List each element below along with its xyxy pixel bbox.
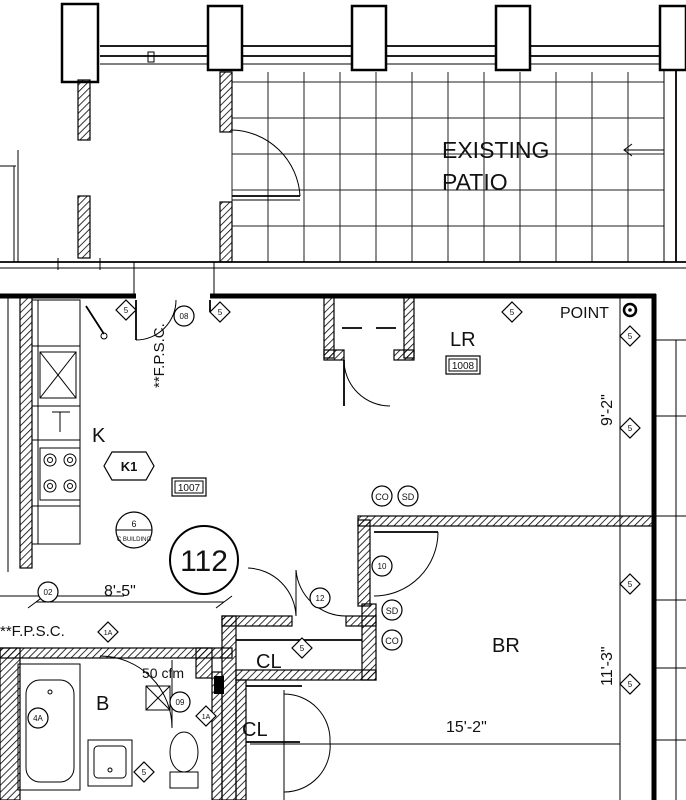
svg-text:5: 5 <box>218 308 223 317</box>
diamond-tag: 5 <box>619 417 641 439</box>
svg-text:08: 08 <box>180 312 189 321</box>
dimension-br-height: 11'-3" <box>599 646 616 686</box>
patio-label-line2: PATIO <box>442 169 508 195</box>
unit-exterior-walls <box>0 293 657 800</box>
lr-closet <box>323 295 415 407</box>
entry-door <box>135 299 211 341</box>
svg-text:12: 12 <box>316 594 325 603</box>
kitchen-range <box>39 447 81 501</box>
diamond-tag: 5 <box>619 673 641 695</box>
left-wall-fragment <box>0 150 19 262</box>
dimension-lr-height: 9'-2" <box>599 394 616 426</box>
lavatory <box>87 739 133 787</box>
svg-text:10: 10 <box>378 562 387 571</box>
point-marker <box>622 302 638 318</box>
svg-text:SD: SD <box>386 606 399 616</box>
dimension-kitchen-width: 8'-5" <box>104 583 136 600</box>
kitchen-counter <box>31 299 108 545</box>
kitchen-sink <box>39 351 77 399</box>
svg-text:CO: CO <box>385 636 399 646</box>
slab-edge <box>0 258 686 294</box>
svg-text:1007: 1007 <box>178 483 201 494</box>
kitchen-tag: K1 <box>103 451 155 481</box>
fpsc-label-top: **F.P.S.C. <box>151 323 168 388</box>
room-number-living: 1008 <box>445 355 481 375</box>
window-tag-1a-bath: 1A <box>195 705 217 727</box>
svg-text:09: 09 <box>176 698 185 707</box>
svg-text:C BUILDING: C BUILDING <box>117 537 152 543</box>
svg-text:5: 5 <box>628 580 633 589</box>
door-tag-4a: 4A <box>27 707 49 729</box>
svg-text:5: 5 <box>124 306 129 315</box>
co-detector-bottom: CO <box>381 629 403 651</box>
diamond-tags: 5 5 5 5 5 5 5 5 5 <box>115 299 641 783</box>
co-detector-top: CO <box>371 485 393 507</box>
svg-text:5: 5 <box>300 644 305 653</box>
bathtub <box>17 663 81 791</box>
diamond-tag: 5 <box>133 761 155 783</box>
room-name-bedroom: BR <box>492 635 520 657</box>
door-tag-10: 10 <box>371 555 393 577</box>
svg-text:5: 5 <box>628 680 633 689</box>
room-name-bath: B <box>96 693 109 715</box>
closet-cluster <box>221 567 377 800</box>
diamond-tag: 5 <box>209 301 231 323</box>
svg-text:CO: CO <box>375 492 389 502</box>
svg-text:4A: 4A <box>33 714 43 723</box>
room-name-closet-upper: CL <box>256 651 282 673</box>
diamond-tag: 5 <box>291 637 313 659</box>
point-label: POINT <box>560 305 609 322</box>
patio-right-edge <box>623 70 677 262</box>
svg-text:1A: 1A <box>104 630 113 637</box>
upper-exterior-wall <box>60 2 686 84</box>
svg-text:112: 112 <box>180 545 228 578</box>
room-name-living: LR <box>450 329 476 351</box>
svg-text:02: 02 <box>44 588 53 597</box>
door-tag-02: 02 <box>37 581 59 603</box>
patio-left-pier <box>77 71 301 263</box>
room-name-kitchen: K <box>92 425 106 447</box>
svg-text:1A: 1A <box>202 714 211 721</box>
svg-text:5: 5 <box>142 768 147 777</box>
svg-text:5: 5 <box>628 424 633 433</box>
bedroom-partition <box>357 515 655 607</box>
toilet <box>169 731 199 773</box>
smoke-detector-top: SD <box>397 485 419 507</box>
svg-text:K1: K1 <box>121 459 138 474</box>
window-tag-1a-left: 1A <box>97 621 119 643</box>
svg-text:SD: SD <box>402 492 415 502</box>
fpsc-label-left: **F.P.S.C. <box>0 623 65 640</box>
door-tag-08: 08 <box>173 305 195 327</box>
diamond-tag: 5 <box>619 573 641 595</box>
svg-text:5: 5 <box>628 332 633 341</box>
room-name-closet-lower: CL <box>242 719 268 741</box>
room-number-kitchen: 1007 <box>171 477 207 497</box>
unit-number-bubble: 112 <box>169 525 239 595</box>
smoke-detector-bottom: SD <box>381 599 403 621</box>
svg-text:6: 6 <box>131 519 136 529</box>
bathroom <box>0 647 233 800</box>
diamond-tag: 5 <box>501 301 523 323</box>
dimension-lines <box>27 420 621 800</box>
dimension-br-width: 15'-2" <box>446 719 487 736</box>
diamond-tag: 5 <box>619 325 641 347</box>
diamond-tag: 5 <box>115 299 137 321</box>
svg-text:1008: 1008 <box>452 361 475 372</box>
bath-fan-label: 50 cfm <box>142 665 184 681</box>
svg-text:5: 5 <box>510 308 515 317</box>
section-tag: 6 C BUILDING <box>115 511 153 549</box>
patio-grid <box>231 72 665 263</box>
door-tag-09: 09 <box>169 691 191 713</box>
patio-label-line1: EXISTING <box>442 137 549 163</box>
door-tag-12: 12 <box>309 587 331 609</box>
